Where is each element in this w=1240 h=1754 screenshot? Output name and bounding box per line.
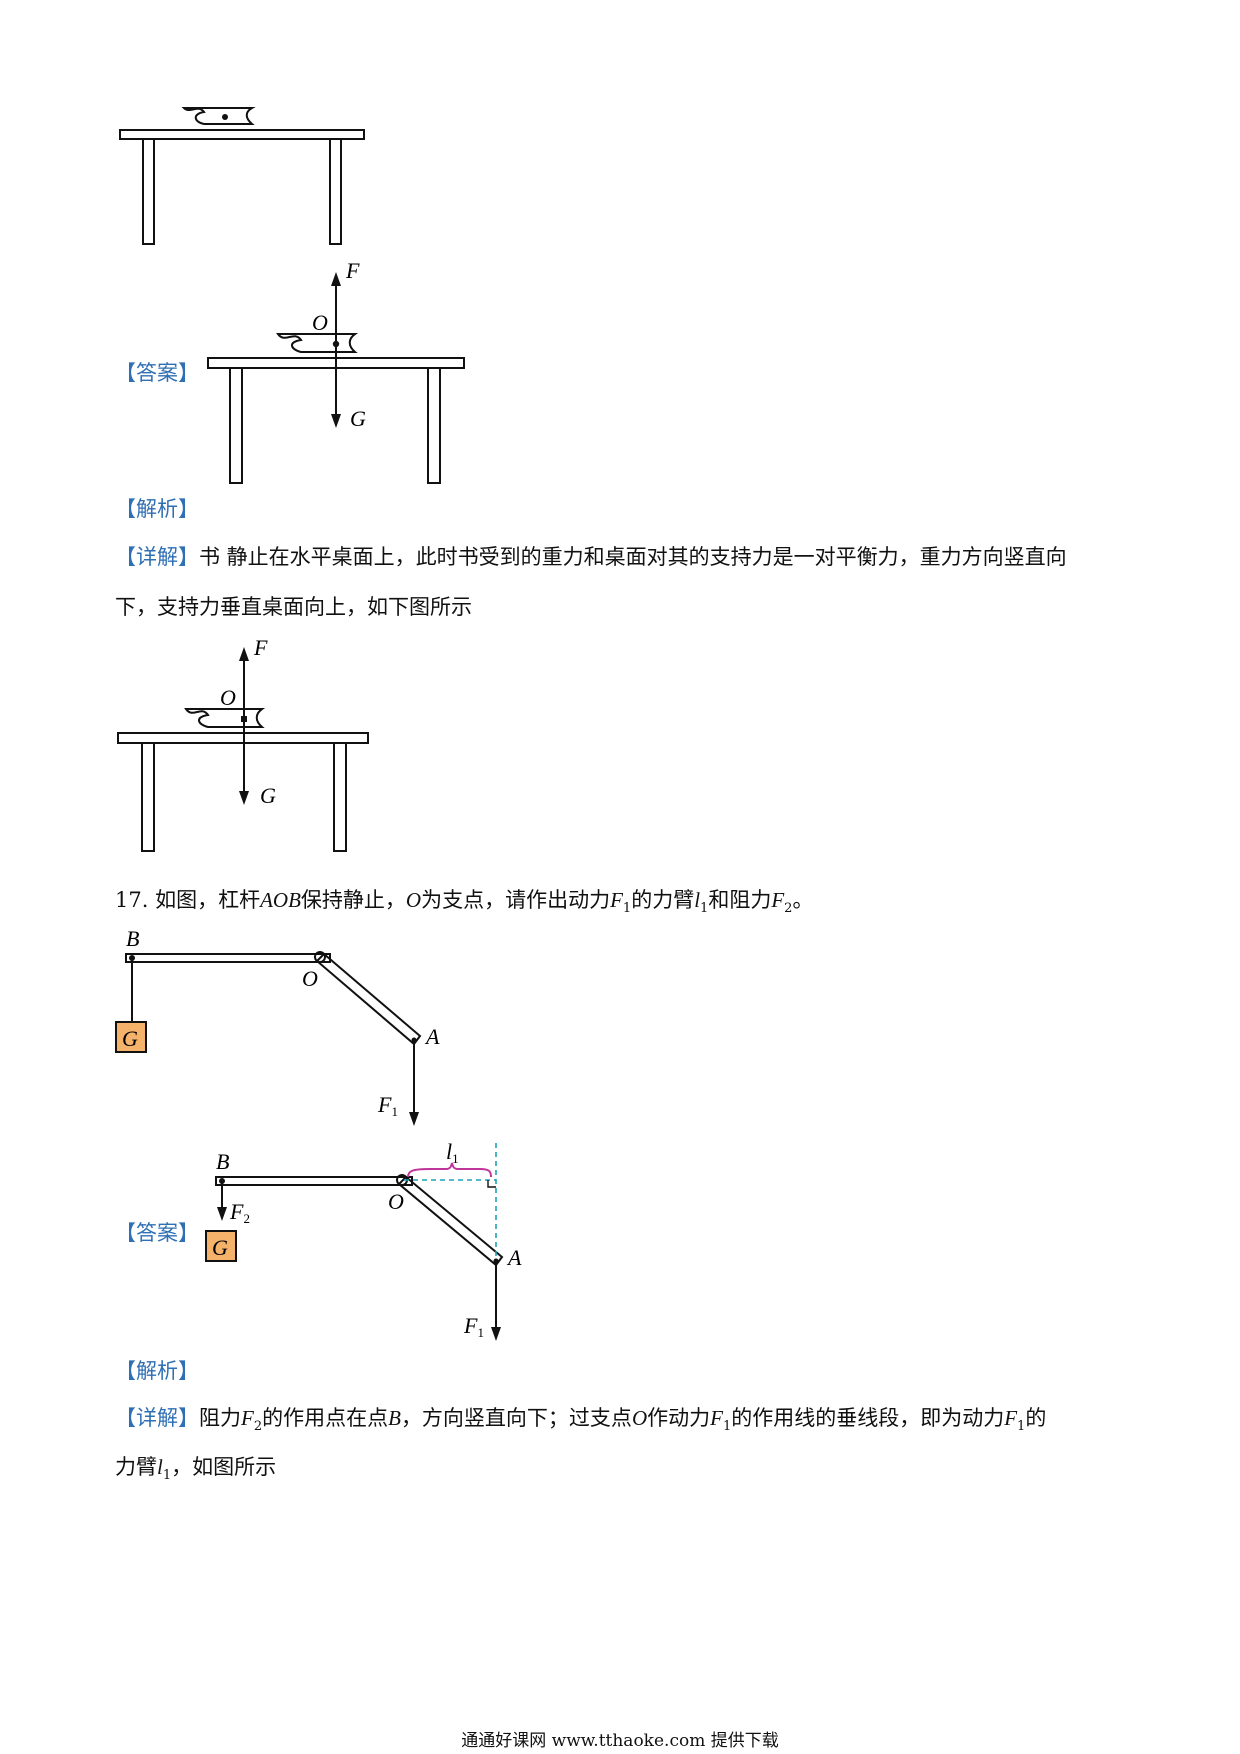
answer-tag-17: 【答案】 [115,1221,199,1245]
arrow-up-F [239,647,249,661]
q16-detail-line1: 【详解】书 静止在水平桌面上，此时书受到的重力和桌面对其的支持力是一对平衡力，重… [115,545,1067,569]
lever-arm-OA [315,952,422,1046]
brace-l1 [407,1162,492,1178]
label-B: B [126,930,139,951]
label-l1: l1 [446,1139,459,1166]
label-F: F [345,260,360,283]
arrow-down-G [331,414,341,428]
table-leg-left [229,367,243,484]
label-O: O [302,966,318,991]
table-leg-left [142,138,155,245]
book-shape [181,107,256,125]
table-leg-right [333,742,347,852]
fulcrum-O [314,951,326,963]
label-G: G [122,1026,138,1051]
label-A: A [506,1245,522,1270]
table-leg-right [329,138,342,245]
detail-tag-16: 【详解】 [115,545,199,569]
q16-figure-answer: F O G [207,260,465,484]
arrow-F1 [491,1327,501,1341]
table-leg-left [141,742,155,852]
arrow-F2 [217,1207,227,1221]
analysis-tag-17: 【解析】 [115,1359,199,1383]
label-F1: F1 [377,1092,398,1119]
answer-tag-16: 【答案】 [115,361,199,385]
weight-G [115,1021,147,1053]
detail-tag-17: 【详解】 [115,1406,199,1430]
label-B: B [216,1149,229,1174]
arrow-F1 [409,1112,419,1126]
book-shape [184,708,266,728]
label-A: A [424,1024,440,1049]
q17-figure-answer: G B O A F2 F1 l1 [205,1139,522,1341]
label-F2: F2 [229,1199,250,1226]
label-G: G [260,783,276,808]
label-O: O [312,310,328,335]
arrow-down-G [239,791,249,805]
q17-detail-line2: 力臂l1，如图所示 [115,1455,277,1484]
label-O: O [220,685,236,710]
table-leg-right [427,367,441,484]
label-F1: F1 [463,1313,484,1340]
page-footer: 通通好课网 www.tthaoke.com 提供下载 [461,1731,779,1751]
q16-detail-line2: 下，支持力垂直桌面向上，如下图所示 [115,595,472,619]
table-top [119,129,365,140]
arrow-up-F [331,272,341,286]
q16-figure-question [119,107,365,245]
q17-figure-question: G B O A F1 [115,930,440,1126]
right-angle-mark [487,1180,496,1188]
lever-arm-OA [397,1175,504,1267]
book-shape [276,333,359,353]
lever-arm-BO [125,953,331,963]
label-O: O [388,1189,404,1214]
analysis-tag-16: 【解析】 [115,497,199,521]
q16-figure-detail: F O G [117,635,369,852]
weight-G [205,1230,237,1262]
lever-arm-BO [215,1176,413,1186]
label-G: G [350,406,366,431]
label-F: F [253,635,268,660]
q17-detail-line1: 【详解】阻力F2的作用点在点B，方向竖直向下；过支点O作动力F1的作用线的垂线段… [115,1406,1047,1435]
q17-question-text: 17. 如图，杠杆AOB保持静止，O为支点，请作出动力F1的力臂l1和阻力F2。 [115,888,814,917]
label-G: G [212,1235,228,1260]
